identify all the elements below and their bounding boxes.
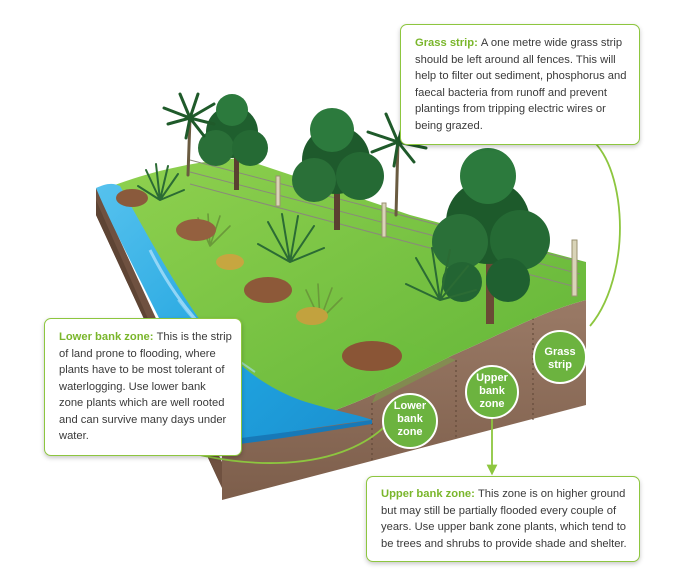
lower-bank-title: Lower bank zone: [59,331,157,343]
lower-bank-callout: Lower bank zone: This is the strip of la… [44,318,242,456]
upper-bank-callout: Upper bank zone: This zone is on higher … [366,476,640,562]
zone-badge-upper-line3: zone [479,398,504,410]
upper-bank-text: This zone is on higher ground but may st… [381,488,627,550]
zone-badge-grass: Grass strip [533,330,587,384]
zone-badge-lower: Lower bank zone [382,393,438,449]
upper-bank-title: Upper bank zone: [381,488,478,500]
zone-badge-grass-line2: strip [548,359,572,371]
zone-badge-grass-line1: Grass [544,346,575,358]
zone-badge-upper: Upper bank zone [465,365,519,419]
zone-badge-lower-line2: bank [397,413,424,425]
zone-badge-upper-line1: Upper [476,372,509,384]
grass-strip-title: Grass strip: [415,37,481,49]
lower-bank-text: This is the strip of land prone to flood… [59,331,232,442]
grass-strip-callout: Grass strip: A one metre wide grass stri… [400,24,640,145]
zone-badge-lower-line1: Lower [394,400,427,412]
grass-strip-text: A one metre wide grass strip should be l… [415,37,627,132]
zone-badge-upper-line2: bank [479,385,506,397]
cabbage-trees [162,92,428,217]
zone-badge-lower-line3: zone [397,426,422,438]
tussocks [116,189,402,371]
